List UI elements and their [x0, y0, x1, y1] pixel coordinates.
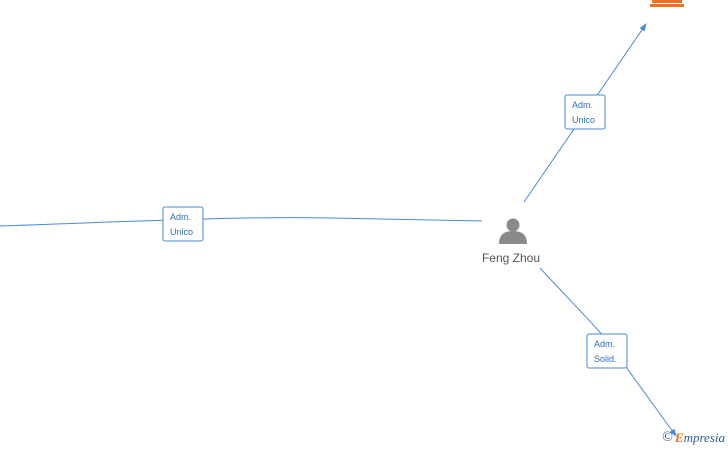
empresia-logo: Empresia	[674, 430, 725, 445]
edge-label-bottom[interactable]: Adm. Solid.	[586, 333, 628, 369]
edge-label-top-line1: Adm.	[572, 100, 593, 110]
edge-left-company	[0, 217, 483, 227]
edge-label-left[interactable]: Adm. Unico	[162, 206, 204, 242]
edge-label-bottom-line2: Solid.	[594, 354, 617, 364]
edge-label-top[interactable]: Adm. Unico	[564, 94, 606, 130]
person-node[interactable]: Feng Zhou	[482, 218, 540, 266]
edge-label-left-line1: Adm.	[170, 212, 191, 222]
company-node-top[interactable]	[650, 0, 684, 7]
empresia-watermark[interactable]: © Empresia	[662, 430, 725, 446]
building-icon	[650, 0, 684, 7]
copyright-icon: ©	[662, 430, 673, 445]
edge-label-top-line2: Unico	[572, 115, 595, 125]
edge-label-left-line2: Unico	[170, 227, 193, 237]
person-icon	[499, 218, 527, 244]
edge-label-bottom-line1: Adm.	[594, 339, 615, 349]
person-name: Feng Zhou	[482, 251, 540, 265]
